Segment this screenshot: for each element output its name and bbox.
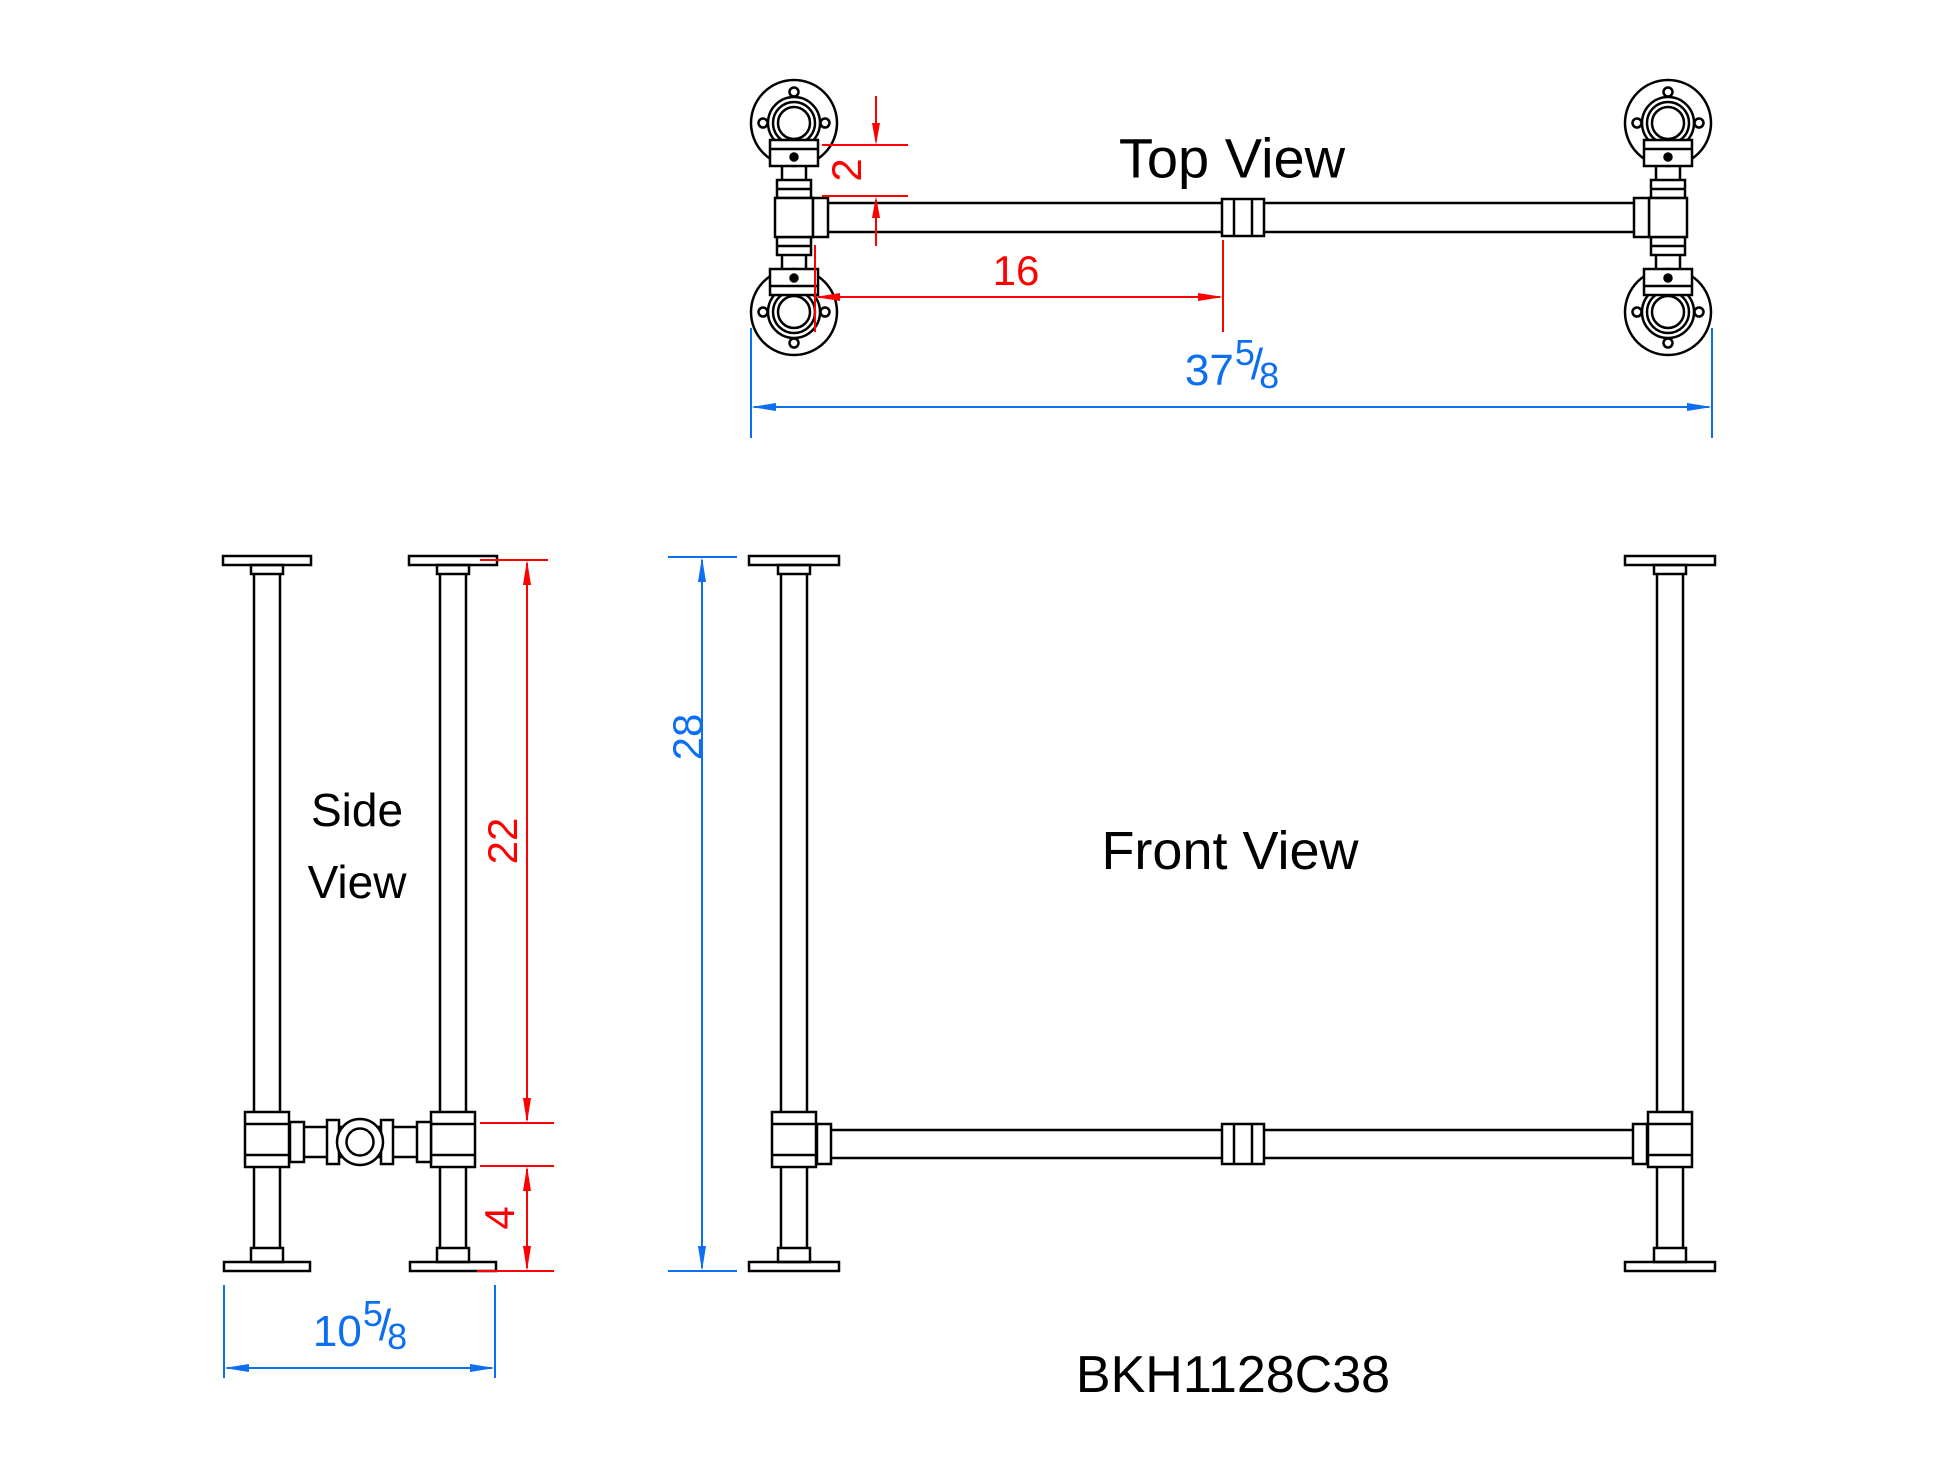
dimension-flange-to-stretcher: 2: [823, 158, 870, 182]
dimension-depth: 105/8: [312, 1293, 408, 1357]
dimension-crossbar-to-floor: 4: [476, 1206, 523, 1230]
side-view-title-line1: Side: [310, 784, 404, 836]
dimension-depth-numerator: 5: [362, 1293, 383, 1334]
blue-dimension-lines: [223, 328, 1713, 1378]
dimension-overall-width-numerator: 5: [1234, 332, 1255, 373]
fraction-slash: /: [378, 1301, 392, 1350]
dimension-depth-whole: 10: [312, 1307, 362, 1356]
dimension-overall-width-denominator: 8: [1259, 355, 1280, 396]
top-view-title: Top View: [1118, 126, 1346, 190]
dimension-stretcher-center: 16: [992, 247, 1040, 294]
dimension-overall-width-whole: 37: [1184, 346, 1234, 395]
front-view-title: Front View: [1101, 821, 1359, 881]
dimension-depth-denominator: 8: [387, 1316, 408, 1357]
side-view-title-line2: View: [307, 856, 407, 908]
dimension-overall-width: 375/8: [1184, 332, 1280, 396]
side-view-title: Side View: [308, 774, 407, 918]
top-view-drawing: [749, 78, 1713, 357]
part-number: BKH1128C38: [1075, 1346, 1391, 1404]
dimension-leg-top-to-crossbar: 22: [479, 817, 526, 865]
red-dimension-lines: [477, 96, 1224, 1272]
side-view-drawing: [221, 554, 499, 1273]
fraction-slash: /: [1250, 340, 1264, 389]
front-view-drawing: [747, 554, 1717, 1273]
dimension-overall-height: 28: [664, 713, 711, 761]
